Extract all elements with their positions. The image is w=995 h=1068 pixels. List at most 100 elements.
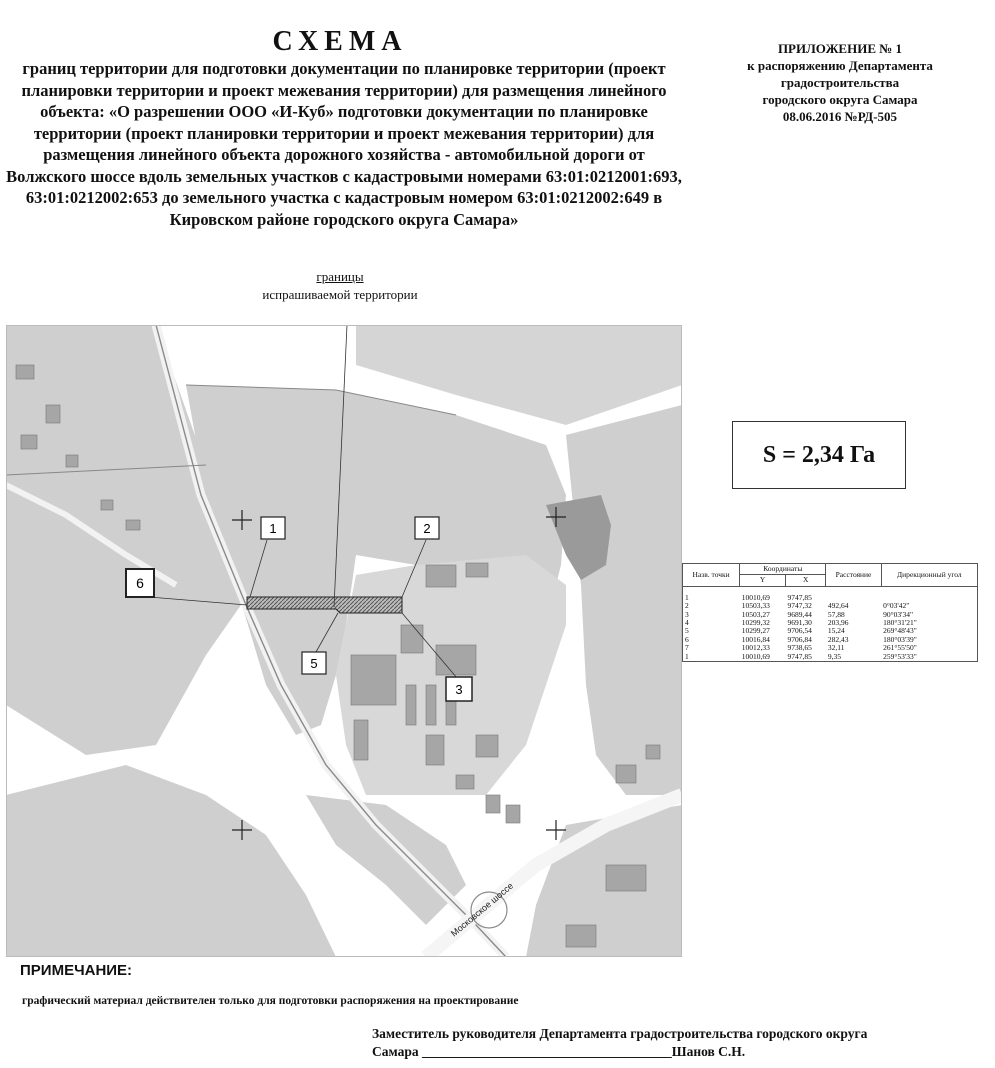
table-cell-d: 492,64 xyxy=(827,601,849,611)
svg-text:2: 2 xyxy=(423,521,430,536)
signature-underline: _____________________________________ xyxy=(422,1044,672,1059)
table-cell-n: 5 xyxy=(685,626,689,636)
leader-lines xyxy=(148,325,458,679)
land-parcel-south xyxy=(306,795,466,925)
table-row: 1 10010,69 9747,85 xyxy=(683,592,978,602)
table-header-row-2: Y X xyxy=(683,574,978,587)
table-cell-a: 0°03'42" xyxy=(883,601,910,611)
svg-text:3: 3 xyxy=(455,682,462,697)
table-cell-n: 6 xyxy=(685,634,689,644)
table-cell-n: 2 xyxy=(685,601,689,611)
table-cell-d: 57,88 xyxy=(827,609,845,619)
north-boundary xyxy=(185,384,457,416)
table-cell-n: 3 xyxy=(685,609,689,619)
table-row: 7 10012,33 9738,65 32,11 261°55'50" xyxy=(683,643,978,653)
table-cell-x: 9747,32 xyxy=(787,601,812,611)
road-ring xyxy=(470,891,508,929)
header-distance: Расстояние xyxy=(825,563,882,587)
table-header-row: Назв. точки Координаты Расстояние Дирекц… xyxy=(681,562,979,587)
svg-text:6: 6 xyxy=(136,575,144,591)
table-cell-d: 9,35 xyxy=(827,651,842,661)
point-label-5: 5 xyxy=(301,651,327,675)
point-label-2: 2 xyxy=(414,516,440,540)
header-angle: Дирекционный угол xyxy=(880,563,979,587)
table-cell-a: 269°48'43" xyxy=(883,626,917,636)
moskovskoe-shosse xyxy=(421,788,682,957)
note-text: графический материал действителен только… xyxy=(22,995,519,1007)
table-cell-a: 259°53'33" xyxy=(883,651,917,661)
signature-block: Заместитель руководителя Департамента гр… xyxy=(372,1025,987,1061)
table-cell-x: 9706,54 xyxy=(787,626,812,636)
signature-line-2: Самара _________________________________… xyxy=(372,1043,987,1061)
table-cell-d: 32,11 xyxy=(827,643,845,653)
table-row: 6 10016,84 9706,84 282,43 180°03'39" xyxy=(683,634,978,644)
land-parcel-central xyxy=(186,385,566,735)
table-cell-y: 10299,27 xyxy=(741,626,770,636)
coordinates-table: Назв. точки Координаты Расстояние Дирекц… xyxy=(681,562,979,662)
appendix-line-3: градостроительства xyxy=(780,75,900,90)
note-title: ПРИМЕЧАНИЕ: xyxy=(20,962,133,979)
table-row: 1 10010,69 9747,85 9,35 259°53'33" xyxy=(683,651,978,662)
west-parcel-line xyxy=(6,464,207,476)
site-map: 1 2 3 5 6 Московское шоссе xyxy=(6,325,682,957)
table-row: 2 10503,33 9747,32 492,64 0°03'42" xyxy=(683,601,978,611)
table-cell-x: 9747,85 xyxy=(787,592,812,602)
table-body: 1 10010,69 9747,85 2 10503,33 9747,32 492,64 0°… xyxy=(682,586,978,662)
table-cell-y: 10010,69 xyxy=(741,651,770,661)
table-cell-x: 9738,65 xyxy=(787,643,812,653)
header-x: X xyxy=(784,574,827,587)
svg-text:5: 5 xyxy=(310,656,317,671)
table-cell-x: 9706,84 xyxy=(787,634,812,644)
map-legend: границы испрашиваемой территории xyxy=(180,268,500,304)
table-cell-y: 10016,84 xyxy=(741,634,770,644)
land-parcel-north-east xyxy=(356,325,682,425)
header-y: Y xyxy=(739,574,786,587)
table-cell-n: 1 xyxy=(685,651,689,661)
survey-crosses xyxy=(232,507,566,840)
table-cell-a: 180°03'39" xyxy=(883,634,917,644)
main-road-edge xyxy=(155,325,507,957)
appendix-line-4: городского округа Самара xyxy=(762,92,918,107)
table-cell-y: 10010,69 xyxy=(741,592,770,602)
table-row: 3 10503,27 9689,44 57,88 90°03'34" xyxy=(683,609,978,619)
legend-line-2: испрашиваемой территории xyxy=(262,287,418,302)
table-cell-y: 10299,32 xyxy=(741,618,770,628)
header-coords: Координаты xyxy=(739,562,827,576)
table-cell-x: 9689,44 xyxy=(787,609,812,619)
table-cell-a: 261°55'50" xyxy=(883,643,917,653)
area-value: S = 2,34 Га xyxy=(732,421,906,489)
table-cell-n: 4 xyxy=(685,618,689,628)
map-frame xyxy=(6,325,682,957)
table-cell-a: 180°31'21" xyxy=(883,618,917,628)
pond xyxy=(546,495,611,580)
legend-line-1: границы xyxy=(316,269,364,284)
table-cell-y: 10503,27 xyxy=(741,609,770,619)
signature-name: Шанов С.Н. xyxy=(671,1044,746,1059)
page-title: СХЕМА xyxy=(272,26,408,57)
point-label-6: 6 xyxy=(125,568,155,598)
table-cell-n: 1 xyxy=(685,592,689,602)
page-subtitle: границ территории для подготовки докумен… xyxy=(6,59,682,229)
table-cell-x: 9747,85 xyxy=(787,651,812,661)
table-row: 5 10299,27 9706,54 15,24 269°48'43" xyxy=(683,626,978,636)
table-cell-a: 90°03'34" xyxy=(883,609,914,619)
table-cell-y: 10503,33 xyxy=(741,601,770,611)
table-cell-x: 9691,30 xyxy=(787,618,812,628)
buildings xyxy=(15,364,661,948)
signature-line-1: Заместитель руководителя Департамента гр… xyxy=(372,1026,868,1041)
table-row: 4 10299,32 9691,30 203,96 180°31'21" xyxy=(683,618,978,628)
table-cell-d: 282,43 xyxy=(827,634,849,644)
appendix-line-2: к распоряжению Департамента xyxy=(747,58,933,73)
appendix-number: ПРИЛОЖЕНИЕ № 1 xyxy=(777,41,903,56)
header-point: Назв. точки xyxy=(681,563,741,587)
table-cell-n: 7 xyxy=(685,643,689,653)
table-cell-y: 10012,33 xyxy=(741,643,770,653)
point-label-1: 1 xyxy=(260,516,286,540)
table-cell-d: 203,96 xyxy=(827,618,849,628)
appendix-block: ПРИЛОЖЕНИЕ № 1 к распоряжению Департамен… xyxy=(690,40,990,125)
signature-city: Самара xyxy=(372,1044,419,1059)
point-label-3: 3 xyxy=(445,676,473,702)
table-cell-d: 15,24 xyxy=(827,626,845,636)
land-parcel-south-west xyxy=(6,765,336,957)
table-spacer xyxy=(683,586,978,594)
